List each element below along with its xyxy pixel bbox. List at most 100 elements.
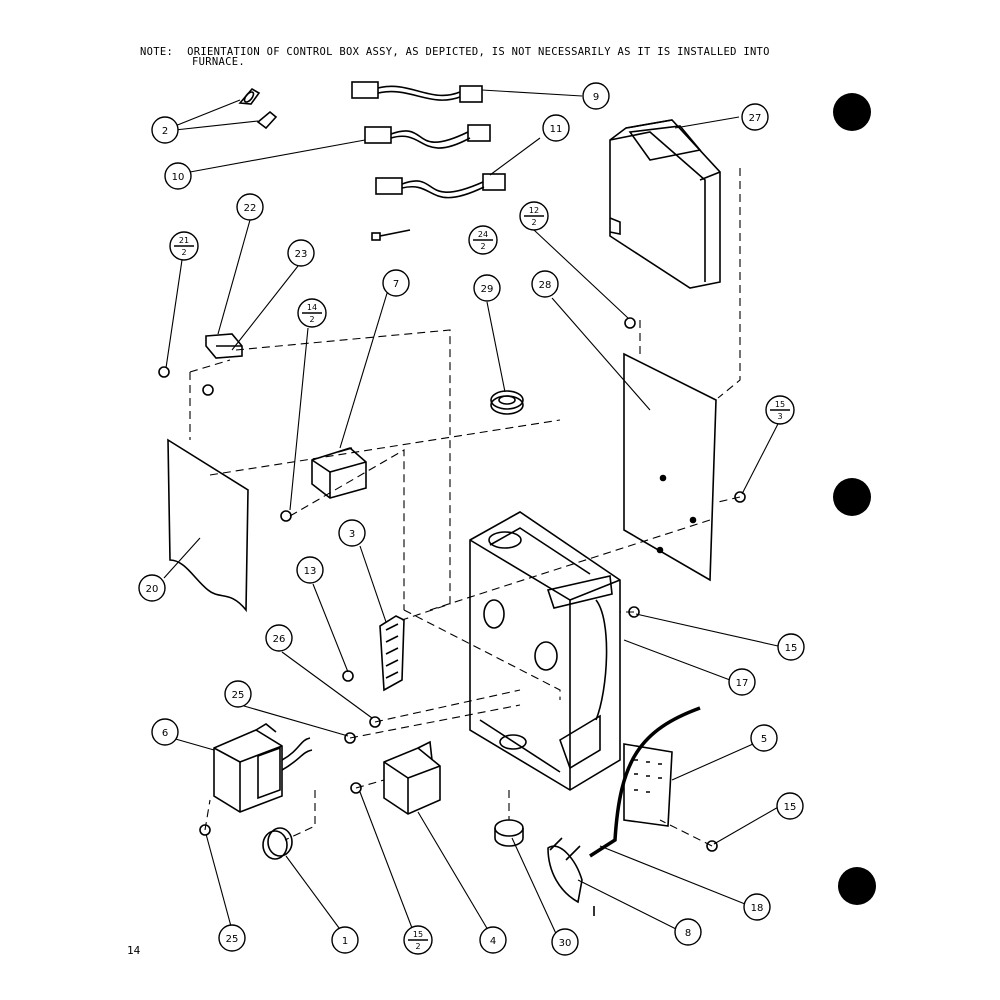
- screw-25-lower: [199, 824, 211, 836]
- svg-text:24: 24: [478, 230, 488, 239]
- control-box-17: [469, 511, 621, 791]
- svg-text:4: 4: [490, 936, 496, 947]
- svg-text:26: 26: [273, 634, 286, 645]
- callout-21-over-2: 21 2: [169, 231, 199, 261]
- svg-text:22: 22: [244, 203, 257, 214]
- svg-text:12: 12: [529, 206, 539, 215]
- wire-harness-10: [364, 124, 491, 149]
- note-line-2: FURNACE.: [192, 56, 245, 68]
- screw-15-board: [706, 840, 718, 852]
- screw-15-lower: [350, 782, 362, 794]
- callout-27: 27: [741, 103, 769, 131]
- svg-text:10: 10: [172, 172, 185, 183]
- svg-text:21: 21: [179, 236, 189, 245]
- svg-text:13: 13: [304, 566, 317, 577]
- svg-text:7: 7: [393, 279, 399, 290]
- relay-box-4: [383, 740, 441, 815]
- svg-text:25: 25: [226, 934, 239, 945]
- callout-25-lower: 25: [218, 924, 246, 952]
- callout-20: 20: [138, 574, 166, 602]
- control-module-27: [609, 119, 721, 289]
- callout-8: 8: [674, 918, 702, 946]
- callout-26: 26: [265, 624, 293, 652]
- callout-9: 9: [582, 82, 610, 110]
- svg-text:29: 29: [481, 284, 494, 295]
- callout-11: 11: [542, 114, 570, 142]
- svg-text:8: 8: [685, 928, 691, 939]
- svg-text:18: 18: [751, 903, 764, 914]
- svg-text:9: 9: [593, 92, 599, 103]
- relay-7: [311, 447, 367, 499]
- svg-text:23: 23: [295, 249, 308, 260]
- callout-25-upper: 25: [224, 680, 252, 708]
- note-lead: NOTE:: [140, 46, 174, 58]
- page-number: 14: [127, 944, 141, 957]
- transformer-6: [213, 723, 313, 813]
- leader-lines: [163, 89, 782, 939]
- screw-21: [158, 366, 170, 378]
- screw-23: [202, 384, 214, 396]
- svg-text:27: 27: [749, 113, 762, 124]
- callout-5: 5: [750, 724, 778, 752]
- callout-15-over-3: 15 3: [765, 395, 795, 425]
- wire-nut-part: [238, 87, 278, 130]
- circuit-board-5: [623, 743, 673, 827]
- sensor-rod-18: [589, 706, 701, 858]
- jumper-wire-24: [371, 229, 411, 241]
- sensor-bracket-8: [547, 837, 595, 916]
- callout-1: 1: [331, 926, 359, 954]
- callout-14-over-2: 14 2: [297, 298, 327, 328]
- callout-12-over-2: 12 2: [519, 201, 549, 231]
- callout-15-board: 15: [776, 792, 804, 820]
- screw-12: [624, 317, 636, 329]
- callout-4: 4: [479, 926, 507, 954]
- svg-text:2: 2: [309, 315, 314, 324]
- callout-23: 23: [287, 239, 315, 267]
- grommet-29: [490, 390, 524, 415]
- wire-harness-11: [375, 173, 506, 199]
- note-line-1: ORIENTATION OF CONTROL BOX ASSY, AS DEPI…: [187, 46, 770, 58]
- svg-text:2: 2: [531, 218, 536, 227]
- callout-15-box: 15: [777, 633, 805, 661]
- plug-30: [494, 819, 524, 847]
- callout-30: 30: [551, 928, 579, 956]
- svg-text:15: 15: [413, 930, 423, 939]
- callout-7: 7: [382, 269, 410, 297]
- svg-text:3: 3: [349, 529, 355, 540]
- terminal-block-22: [205, 333, 243, 359]
- svg-text:15: 15: [784, 802, 797, 813]
- callout-22: 22: [236, 193, 264, 221]
- cover-plate-20: [167, 438, 249, 613]
- svg-text:2: 2: [415, 942, 420, 951]
- callout-29: 29: [473, 274, 501, 302]
- callout-18: 18: [743, 893, 771, 921]
- screw-15-right: [734, 491, 746, 503]
- svg-text:1: 1: [342, 936, 348, 947]
- svg-text:25: 25: [232, 690, 245, 701]
- callout-24-over-2: 24 2: [468, 225, 498, 255]
- svg-text:11: 11: [550, 124, 563, 135]
- wire-harness-9: [351, 81, 483, 103]
- callout-3: 3: [338, 519, 366, 547]
- screw-25-upper: [344, 732, 356, 744]
- svg-text:2: 2: [162, 126, 168, 137]
- svg-text:28: 28: [539, 280, 552, 291]
- svg-text:3: 3: [777, 412, 782, 421]
- screw-26: [369, 716, 381, 728]
- svg-text:14: 14: [307, 303, 317, 312]
- callout-6: 6: [151, 718, 179, 746]
- cover-plate-28: [623, 352, 717, 582]
- terminal-strip-3: [379, 615, 405, 692]
- assembly-lines: [189, 168, 741, 847]
- callout-17: 17: [728, 668, 756, 696]
- bushing-1: [262, 827, 293, 860]
- callout-15-over-2: 15 2: [403, 925, 433, 955]
- binder-hole-bottom: [838, 867, 876, 905]
- orientation-note: NOTE: ORIENTATION OF CONTROL BOX ASSY, AS…: [140, 46, 860, 68]
- svg-text:15: 15: [785, 643, 798, 654]
- callout-13: 13: [296, 556, 324, 584]
- callout-28: 28: [531, 270, 559, 298]
- binder-hole-middle: [833, 478, 871, 516]
- screw-13: [342, 670, 354, 682]
